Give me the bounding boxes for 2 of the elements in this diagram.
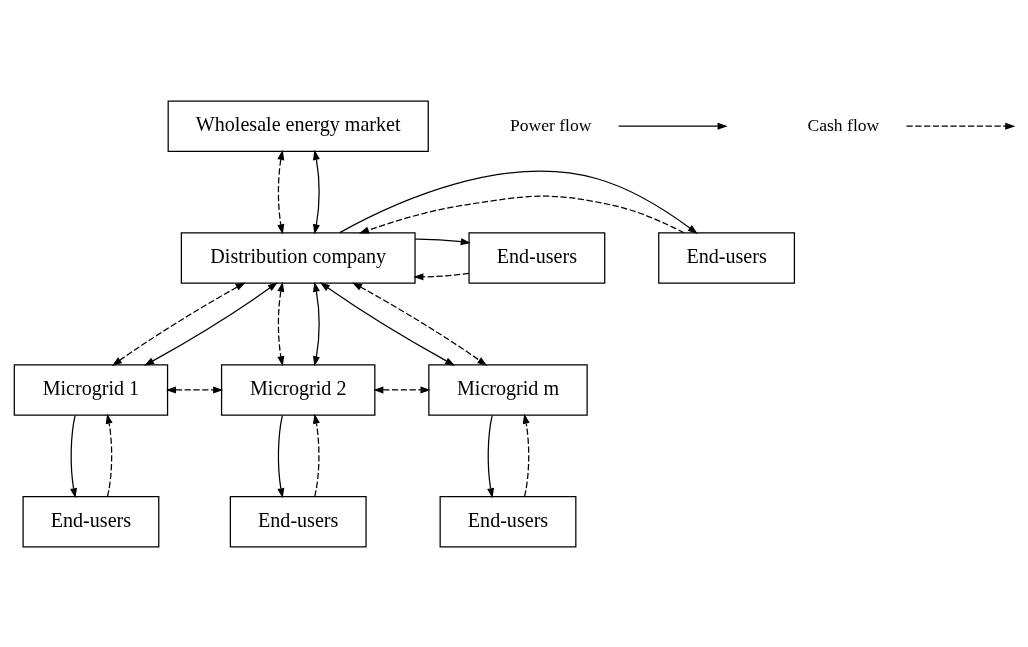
- legend-label: Cash flow: [807, 114, 879, 135]
- legend-label: Power flow: [509, 114, 591, 135]
